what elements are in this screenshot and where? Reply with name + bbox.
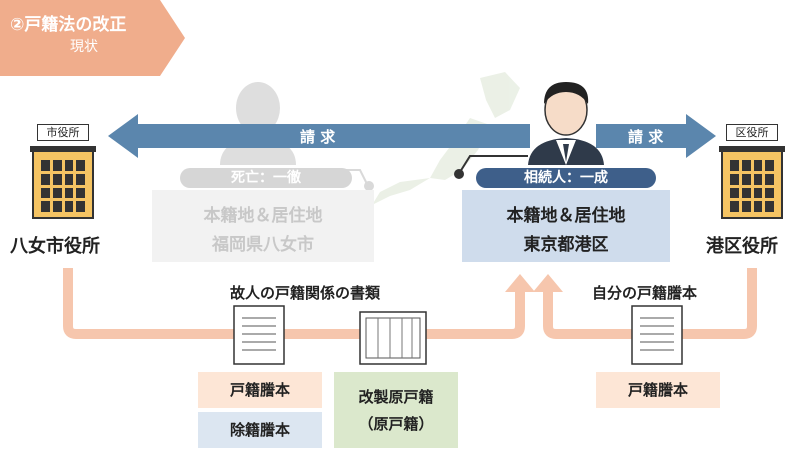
family-register-copy-box: 戸籍謄本: [198, 372, 322, 408]
section-subtitle: 現状: [70, 39, 98, 55]
own-documents-caption: 自分の戸籍謄本: [592, 284, 698, 302]
heir-address-box: 本籍地＆居住地 東京都港区: [462, 190, 670, 262]
building-windows: [41, 160, 85, 212]
city-office-name: 八女市役所: [10, 236, 100, 257]
heir-person-icon: [528, 82, 604, 165]
ward-office-name: 港区役所: [706, 236, 778, 257]
request-arrow-left: [108, 114, 530, 158]
documents-flow-left: [63, 268, 525, 339]
own-register-copy-box: 戸籍謄本: [596, 372, 720, 408]
document-icon: [233, 305, 285, 365]
city-office-sign: 市役所: [37, 124, 89, 141]
deceased-address-box: 本籍地＆居住地 福岡県八女市: [152, 190, 374, 262]
deceased-address-line1: 本籍地＆居住地: [203, 206, 323, 226]
request-label-right: 請 求: [628, 128, 664, 146]
deceased-person-icon: [220, 82, 296, 165]
original-register-line1: 改製原戸籍: [358, 388, 434, 406]
section-title: ②戸籍法の改正: [10, 15, 127, 35]
heir-address-line1: 本籍地＆居住地: [506, 206, 626, 226]
heir-name-pill: 相続人：一成: [476, 168, 656, 188]
building-windows: [730, 160, 774, 212]
original-register-line2: （原戸籍）: [358, 415, 434, 433]
request-label-left: 請 求: [300, 128, 336, 146]
deceased-address-line2: 福岡県八女市: [212, 235, 314, 255]
deceased-documents-caption: 故人の戸籍関係の書類: [230, 284, 381, 302]
heir-address-line2: 東京都港区: [523, 235, 609, 255]
removed-register-copy-box: 除籍謄本: [198, 412, 322, 448]
section-badge: [0, 0, 185, 76]
old-register-document-icon: [359, 311, 427, 365]
ward-office-sign: 区役所: [726, 124, 778, 141]
request-arrow-right: [596, 114, 716, 158]
original-register-box: 改製原戸籍 （原戸籍）: [334, 372, 458, 448]
own-register-document-icon: [631, 305, 683, 365]
deceased-name-pill: 死亡：一徹: [180, 168, 352, 188]
